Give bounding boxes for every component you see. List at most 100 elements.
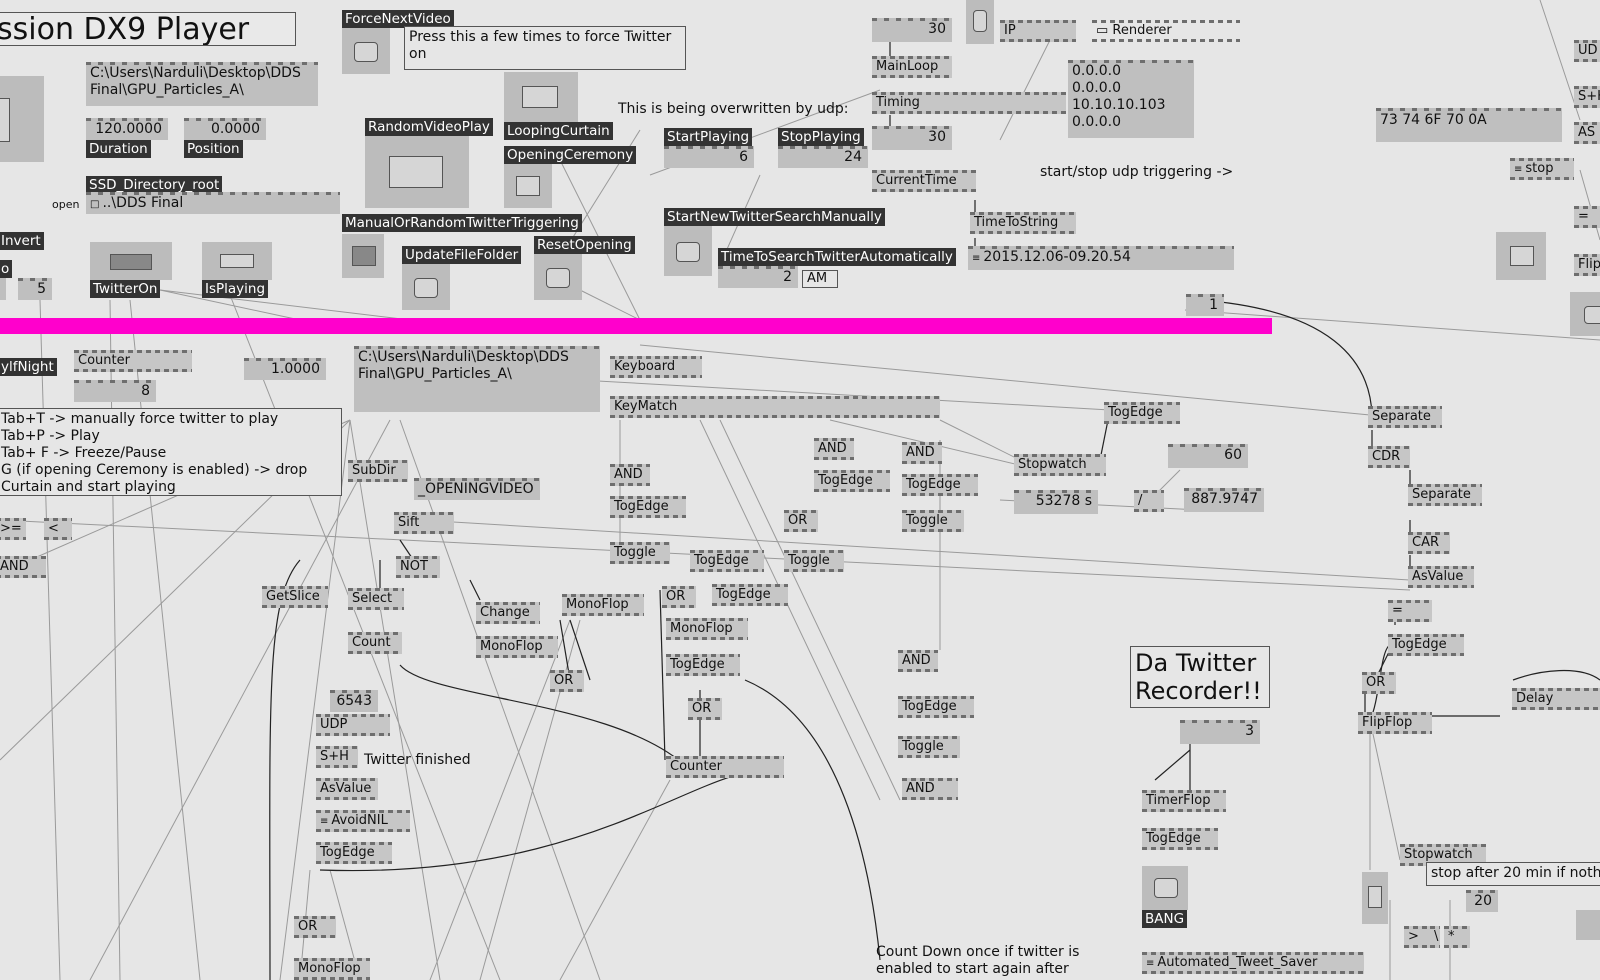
or-node-4[interactable]: OR: [784, 510, 818, 532]
toggle-node-2[interactable]: Toggle: [784, 550, 844, 572]
equals-right-node[interactable]: =: [1574, 206, 1600, 228]
opening-ceremony-toggle[interactable]: [504, 164, 552, 208]
io-five[interactable]: 5: [18, 278, 52, 300]
keyboard-node[interactable]: Keyboard: [610, 356, 702, 378]
toggle-node-3[interactable]: Toggle: [902, 510, 964, 532]
reset-opening-bang[interactable]: [534, 254, 582, 300]
start-twitter-search-bang[interactable]: [664, 226, 712, 276]
gt-node[interactable]: >: [1404, 926, 1430, 948]
toggle-node-4[interactable]: Toggle: [898, 736, 960, 758]
counter-output[interactable]: 8: [74, 380, 156, 402]
and-node-left[interactable]: AND: [0, 556, 46, 578]
avoidnil-node[interactable]: ≡AvoidNIL: [316, 810, 410, 832]
time-string-output[interactable]: ≡2015.12.06-09.20.54: [968, 246, 1234, 270]
flip-right-node[interactable]: Flip: [1574, 254, 1600, 276]
udp-node[interactable]: UDP: [316, 714, 390, 736]
togedge-node-9[interactable]: TogEdge: [1388, 634, 1464, 656]
sh-right-node[interactable]: S+H: [1574, 86, 1600, 108]
duration-value[interactable]: 120.0000: [86, 118, 168, 140]
gte-node[interactable]: >=: [0, 518, 26, 540]
togedge-node-10[interactable]: TogEdge: [1142, 828, 1218, 850]
monoflop-node-2[interactable]: MonoFlop: [562, 594, 644, 616]
togedge-node-5[interactable]: TogEdge: [814, 470, 890, 492]
flipflop-toggle[interactable]: [1362, 872, 1388, 924]
togedge-node-2[interactable]: TogEdge: [690, 550, 764, 572]
automated-tweet-saver-node[interactable]: ≡Automated_Tweet_Saver: [1142, 952, 1364, 974]
twenty-value[interactable]: 20: [1466, 890, 1498, 912]
opening-video-value[interactable]: _OPENINGVIDEO: [414, 478, 540, 500]
or-node-2[interactable]: OR: [662, 586, 696, 608]
counter-top-node[interactable]: Counter: [74, 350, 192, 372]
separate-node-1[interactable]: Separate: [1368, 406, 1442, 428]
stopwatch-output[interactable]: 53278 s: [1014, 490, 1098, 514]
main-loop-node[interactable]: MainLoop: [872, 56, 952, 78]
or-node-3[interactable]: OR: [688, 698, 722, 720]
keymatch-node[interactable]: KeyMatch: [610, 396, 940, 418]
current-time-node[interactable]: CurrentTime: [872, 170, 976, 192]
right-bang[interactable]: [1496, 232, 1546, 280]
ip-node[interactable]: IP: [1000, 20, 1076, 42]
timing-output[interactable]: 30: [872, 126, 952, 150]
count-node[interactable]: Count: [348, 632, 402, 654]
manual-random-toggle[interactable]: [342, 234, 384, 278]
sh-node[interactable]: S+H: [316, 746, 358, 768]
select-node[interactable]: Select: [348, 588, 404, 610]
not-node[interactable]: NOT: [396, 556, 440, 578]
separate-node-2[interactable]: Separate: [1408, 484, 1482, 506]
random-video-play-bang[interactable]: [365, 136, 469, 208]
time-to-search-value[interactable]: 2: [718, 266, 798, 288]
video-preview-toggle[interactable]: [0, 76, 44, 162]
looping-curtain-toggle[interactable]: [504, 72, 578, 122]
as-right-node[interactable]: AS: [1574, 122, 1600, 144]
ud-node[interactable]: UD: [1574, 40, 1600, 62]
monoflop-node-3[interactable]: MonoFlop: [666, 618, 748, 640]
udp-port-value[interactable]: 6543: [330, 690, 378, 712]
sift-node[interactable]: Sift: [394, 512, 454, 534]
main-loop-input[interactable]: 30: [872, 18, 952, 42]
stop-playing-value[interactable]: 24: [778, 146, 868, 168]
or-node-5[interactable]: OR: [1362, 672, 1396, 694]
and-node-3[interactable]: AND: [902, 442, 942, 464]
timing-node[interactable]: Timing: [872, 92, 1066, 114]
togedge-node-left[interactable]: TogEdge: [316, 842, 392, 864]
subdir-node[interactable]: SubDir: [348, 460, 408, 482]
and-node-1[interactable]: AND: [610, 464, 650, 486]
stop-io[interactable]: ≡stop: [1510, 158, 1574, 180]
ip-bang[interactable]: [966, 0, 994, 44]
flipflop-node[interactable]: FlipFlop: [1358, 712, 1432, 734]
one-float-value[interactable]: 1.0000: [244, 358, 326, 380]
divide-node[interactable]: /: [1134, 490, 1164, 512]
change-node[interactable]: Change: [476, 602, 540, 624]
timerflop-node[interactable]: TimerFlop: [1142, 790, 1226, 812]
or-node-1[interactable]: OR: [550, 670, 584, 692]
path-io-box[interactable]: C:\Users\Narduli\Desktop\DDS Final\GPU_P…: [86, 62, 318, 106]
position-value[interactable]: 0.0000: [184, 118, 266, 140]
right-bang-2[interactable]: [1570, 292, 1600, 336]
sixty-value[interactable]: 60: [1168, 444, 1248, 468]
togedge-node-7[interactable]: TogEdge: [898, 696, 974, 718]
ip-list-output[interactable]: 0.0.0.0 0.0.0.0 10.10.10.103 0.0.0.0: [1068, 60, 1194, 138]
and-node-5[interactable]: AND: [902, 778, 958, 800]
path-output[interactable]: C:\Users\Narduli\Desktop\DDS Final\GPU_P…: [354, 346, 600, 412]
car-node[interactable]: CAR: [1408, 532, 1450, 554]
one-value[interactable]: 1: [1186, 294, 1224, 316]
start-playing-value[interactable]: 6: [664, 146, 754, 168]
counter-bottom-node[interactable]: Counter: [666, 756, 784, 778]
divide-output[interactable]: 887.9747: [1184, 488, 1264, 512]
toggle-node-1[interactable]: Toggle: [610, 542, 670, 564]
force-next-video-bang[interactable]: [342, 28, 390, 74]
lt-node[interactable]: <: [44, 518, 72, 540]
times-node[interactable]: *: [1444, 926, 1470, 948]
timer-input[interactable]: 3: [1180, 720, 1260, 744]
monoflop-node-left[interactable]: MonoFlop: [294, 958, 370, 980]
stopwatch-node[interactable]: Stopwatch: [1014, 454, 1106, 476]
bslash-node[interactable]: \: [1430, 926, 1440, 948]
cdr-node[interactable]: CDR: [1368, 446, 1410, 468]
asvalue-node-right[interactable]: AsValue: [1408, 566, 1474, 588]
and-node-4[interactable]: AND: [898, 650, 938, 672]
asvalue-node-left[interactable]: AsValue: [316, 778, 378, 800]
time-to-string-node[interactable]: TimeToString: [970, 212, 1076, 234]
is-playing-toggle[interactable]: [202, 242, 272, 280]
togedge-node-3[interactable]: TogEdge: [712, 584, 788, 606]
or-node-left[interactable]: OR: [294, 916, 336, 938]
